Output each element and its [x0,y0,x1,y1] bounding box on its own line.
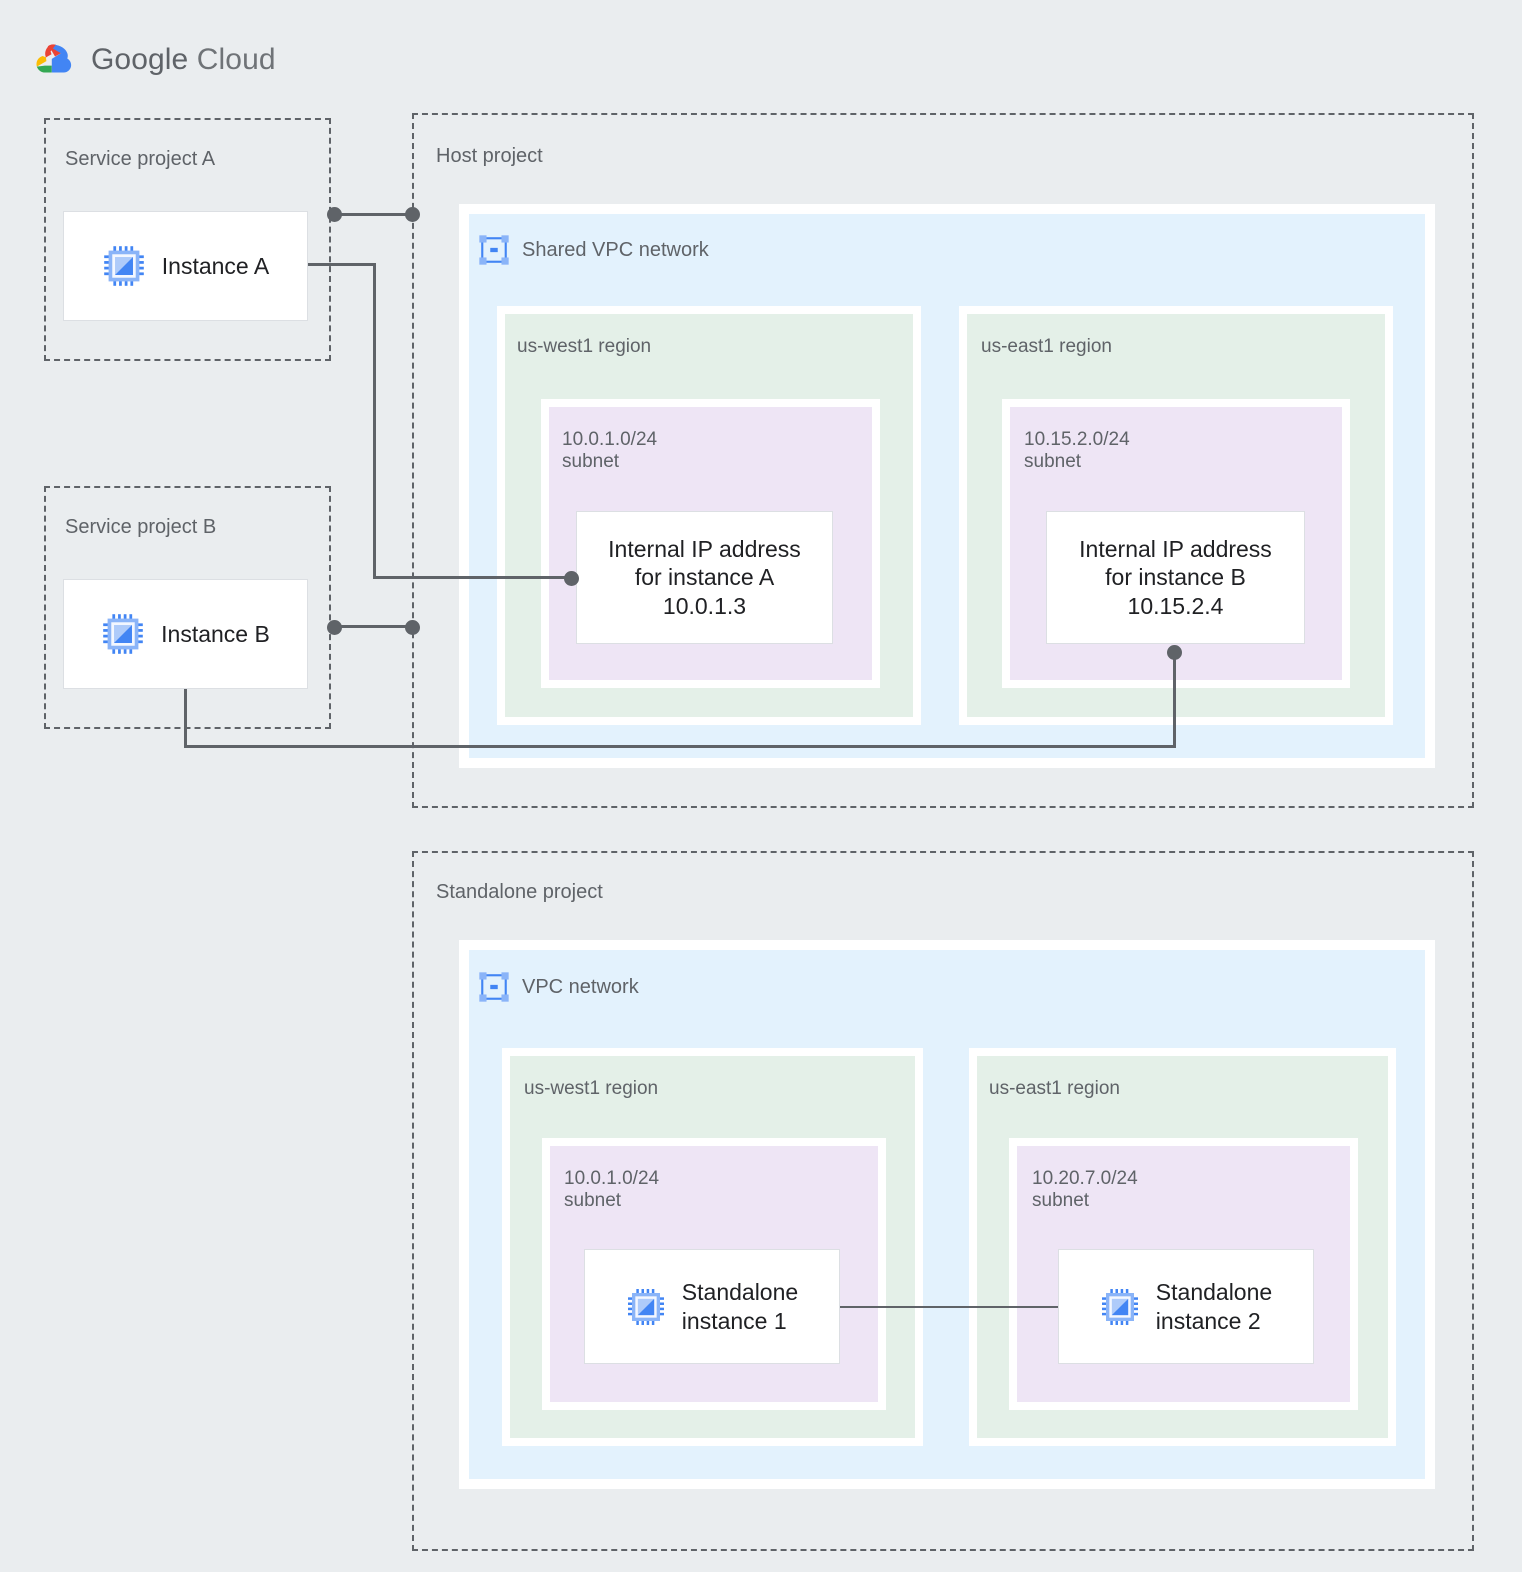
standalone-subnet-10-0-1-0-label: 10.0.1.0/24 subnet [564,1168,660,1212]
host-region-us-west1-label: us-west1 region [517,336,652,357]
connector-project-b-to-host [336,625,414,628]
connector-standalone-1-to-2 [840,1306,1058,1308]
standalone-instance-1-card[interactable]: Standalone instance 1 [584,1249,840,1364]
host-project-label: Host project [436,145,543,167]
instance-a-label: Instance A [161,252,270,279]
internal-ip-instance-a-label: Internal IP address for instance A 10.0.… [608,536,801,619]
compute-instance-icon [627,1288,664,1325]
host-subnet-10-15-2-0-label: 10.15.2.0/24 subnet [1024,429,1130,473]
compute-instance-icon [103,614,143,654]
standalone-region-us-west1-label: us-west1 region [524,1078,659,1099]
vpc-network-icon [479,972,509,1002]
internal-ip-instance-a-card[interactable]: Internal IP address for instance A 10.0.… [576,511,833,644]
google-cloud-wordmark: Google Cloud [91,43,276,77]
internal-ip-instance-b-label: Internal IP address for instance B 10.15… [1079,536,1272,619]
shared-vpc-network-header: Shared VPC network [478,234,709,266]
google-cloud-logo-icon [36,44,72,73]
brand-cloud: Cloud [196,43,276,76]
service-project-a-container [44,118,331,361]
vpc-network-header: VPC network [478,971,639,1003]
service-project-a-label: Service project A [65,148,216,170]
connector-instance-a-seg-v [373,263,376,579]
connector-instance-b-seg-v2 [1173,651,1176,748]
instance-b-card[interactable]: Instance B [63,579,308,689]
connector-project-a-to-host [336,213,414,216]
service-project-b-label: Service project B [65,516,217,538]
connector-instance-a-seg-h1 [308,263,376,266]
connector-dot-host-edge-mid [405,620,420,635]
host-project-container [412,113,1474,808]
connector-instance-b-seg-v1 [184,689,187,748]
host-region-us-east1-label: us-east1 region [981,336,1112,357]
google-cloud-logo: Google Cloud [33,38,276,82]
compute-instance-icon [1101,1288,1138,1325]
shared-vpc-network-title: Shared VPC network [522,238,709,261]
internal-ip-instance-b-card[interactable]: Internal IP address for instance B 10.15… [1046,511,1305,644]
connector-instance-a-seg-h2 [373,576,573,579]
compute-instance-icon [103,246,144,286]
instance-a-card[interactable]: Instance A [63,211,308,321]
instance-b-label: Instance B [161,620,270,647]
standalone-project-label: Standalone project [436,881,603,903]
standalone-instance-1-label: Standalone instance 1 [681,1279,799,1334]
standalone-project-container [412,851,1474,1551]
standalone-region-us-east1-label: us-east1 region [989,1078,1120,1099]
connector-instance-b-seg-h [184,745,1176,748]
connector-dot-internal-ip-a [564,571,579,586]
standalone-instance-2-card[interactable]: Standalone instance 2 [1058,1249,1314,1364]
connector-dot-project-a-edge [327,207,342,222]
service-project-b-container [44,486,331,729]
connector-dot-internal-ip-b [1167,645,1182,660]
brand-google: Google [91,43,189,76]
standalone-instance-2-label: Standalone instance 2 [1155,1279,1273,1334]
host-subnet-10-0-1-0-label: 10.0.1.0/24 subnet [562,429,658,473]
standalone-subnet-10-20-7-0-label: 10.20.7.0/24 subnet [1032,1168,1138,1212]
vpc-network-icon [479,235,509,265]
vpc-network-title: VPC network [522,975,639,998]
connector-dot-project-b-edge [327,620,342,635]
connector-dot-host-edge-top [405,207,420,222]
